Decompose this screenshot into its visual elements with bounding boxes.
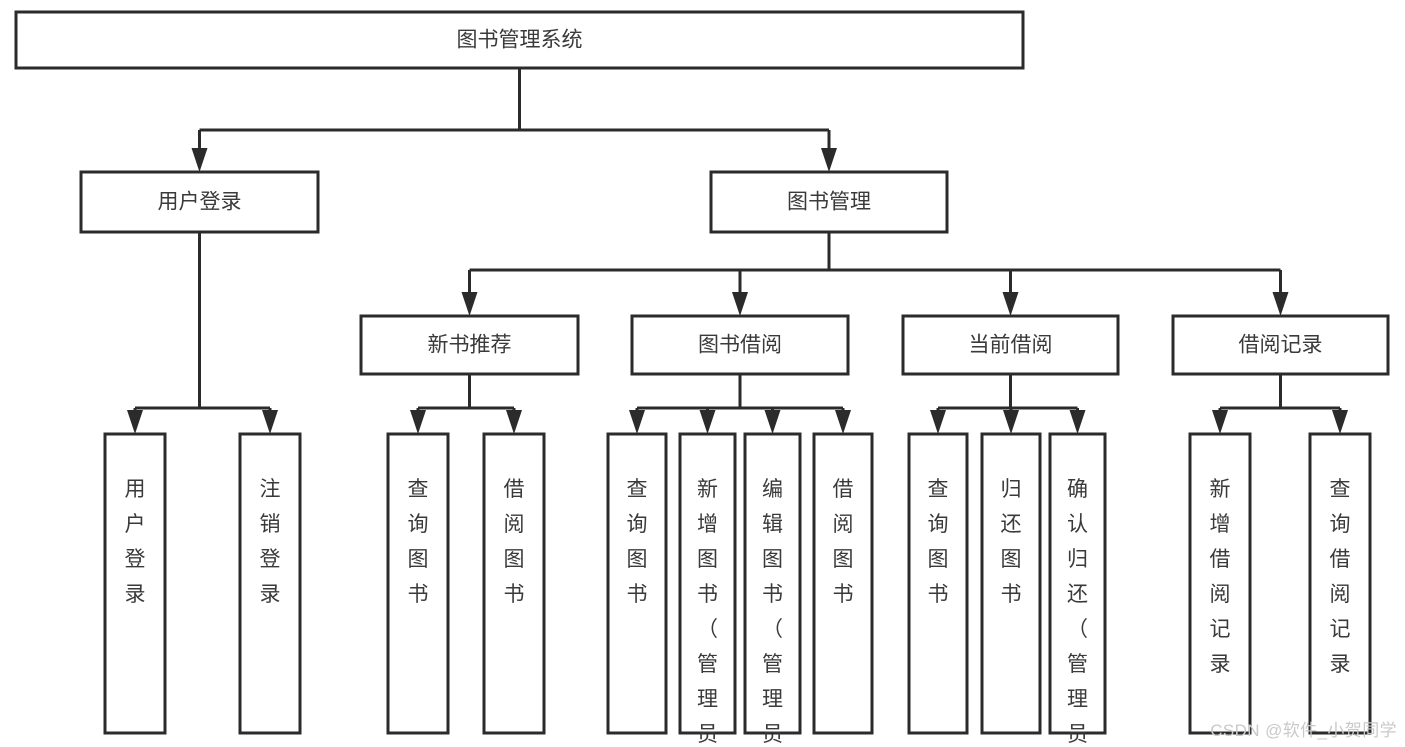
arrow-head-icon — [1212, 410, 1228, 434]
node-leaf-edit-book[interactable]: 编辑图书（管理员） — [743, 432, 802, 747]
arrow-head-icon — [262, 410, 278, 434]
node-leaf-user-login[interactable]: 用户登录 — [103, 432, 167, 735]
node-box[interactable] — [812, 432, 874, 735]
node-label: 新增图书（管理员） — [697, 478, 718, 747]
arrow-head-icon — [629, 410, 645, 434]
node-label: 查询图书 — [627, 478, 648, 606]
node-leaf-confirm-return[interactable]: 确认归还（管理员） — [1048, 432, 1107, 747]
node-leaf-query-book-1[interactable]: 查询图书 — [386, 432, 450, 735]
node-box[interactable] — [238, 432, 302, 735]
arrow-head-icon — [127, 410, 143, 434]
node-borrow-record[interactable]: 借阅记录 — [1171, 314, 1390, 376]
node-box[interactable] — [606, 432, 668, 735]
csdn-watermark: CSDN @软件_小贺同学 — [1210, 721, 1397, 740]
node-box[interactable] — [1048, 432, 1107, 735]
node-label: 查询图书 — [408, 478, 429, 606]
node-leaf-borrow-book-2[interactable]: 借阅图书 — [812, 432, 874, 735]
node-leaf-borrow-book-1[interactable]: 借阅图书 — [482, 432, 546, 735]
arrow-head-icon — [461, 292, 478, 316]
node-box[interactable] — [743, 432, 802, 735]
node-box[interactable] — [103, 432, 167, 735]
node-label: 当前借阅 — [969, 334, 1053, 357]
arrow-head-icon — [835, 410, 851, 434]
node-label: 图书管理 — [787, 191, 871, 214]
node-label: 归还图书 — [1001, 478, 1022, 606]
node-box[interactable] — [1188, 432, 1252, 735]
node-layer: 图书管理系统用户登录图书管理新书推荐图书借阅当前借阅借阅记录用户登录注销登录查询… — [14, 10, 1390, 747]
node-label: 用户登录 — [125, 478, 146, 606]
arrow-head-icon — [821, 148, 837, 172]
node-box[interactable] — [1308, 432, 1372, 735]
arrow-head-icon — [1069, 410, 1086, 434]
arrow-head-icon — [1332, 410, 1348, 434]
node-label: 查询图书 — [928, 478, 949, 606]
node-label: 新增借阅记录 — [1210, 478, 1231, 676]
node-leaf-return-book[interactable]: 归还图书 — [980, 432, 1042, 735]
node-leaf-add-record[interactable]: 新增借阅记录 — [1188, 432, 1252, 735]
node-label: 借阅图书 — [504, 478, 525, 606]
node-leaf-add-book[interactable]: 新增图书（管理员） — [678, 432, 737, 747]
node-box[interactable] — [1171, 314, 1390, 376]
arrow-head-icon — [1272, 292, 1289, 316]
node-book-manage[interactable]: 图书管理 — [709, 170, 949, 234]
node-label: 借阅图书 — [833, 478, 854, 606]
node-label: 注销登录 — [260, 478, 281, 606]
node-user-login[interactable]: 用户登录 — [79, 170, 320, 234]
node-box[interactable] — [630, 314, 850, 376]
node-leaf-query-record[interactable]: 查询借阅记录 — [1308, 432, 1372, 735]
arrow-head-icon — [1003, 410, 1019, 434]
node-label: 图书管理系统 — [457, 29, 583, 52]
node-box[interactable] — [359, 314, 580, 376]
node-current-borrow[interactable]: 当前借阅 — [901, 314, 1120, 376]
node-label: 查询借阅记录 — [1330, 478, 1351, 676]
node-label: 图书借阅 — [698, 334, 782, 357]
node-box[interactable] — [901, 314, 1120, 376]
node-label: 编辑图书（管理员） — [762, 478, 783, 747]
node-box[interactable] — [386, 432, 450, 735]
arrow-head-icon — [764, 410, 781, 434]
arrow-head-icon — [191, 148, 208, 172]
node-box[interactable] — [678, 432, 737, 735]
arrow-head-icon — [732, 292, 748, 316]
node-box[interactable] — [980, 432, 1042, 735]
node-label: 确认归还（管理员） — [1067, 478, 1088, 747]
connector-layer — [127, 68, 1348, 434]
arrow-head-icon — [699, 410, 716, 434]
node-box[interactable] — [482, 432, 546, 735]
node-label: 新书推荐 — [428, 334, 512, 357]
arrow-head-icon — [506, 410, 522, 434]
node-new-book-recommend[interactable]: 新书推荐 — [359, 314, 580, 376]
node-box[interactable] — [709, 170, 949, 234]
node-label: 借阅记录 — [1239, 334, 1323, 357]
arrow-head-icon — [930, 410, 946, 434]
node-box[interactable] — [14, 10, 1025, 70]
arrow-head-icon — [410, 410, 426, 434]
node-label: 用户登录 — [158, 191, 242, 214]
node-box[interactable] — [907, 432, 969, 735]
node-book-borrow[interactable]: 图书借阅 — [630, 314, 850, 376]
node-box[interactable] — [79, 170, 320, 234]
node-root[interactable]: 图书管理系统 — [14, 10, 1025, 70]
node-leaf-query-book-2[interactable]: 查询图书 — [606, 432, 668, 735]
node-leaf-query-book-3[interactable]: 查询图书 — [907, 432, 969, 735]
node-leaf-logout[interactable]: 注销登录 — [238, 432, 302, 735]
arrow-head-icon — [1002, 292, 1019, 316]
